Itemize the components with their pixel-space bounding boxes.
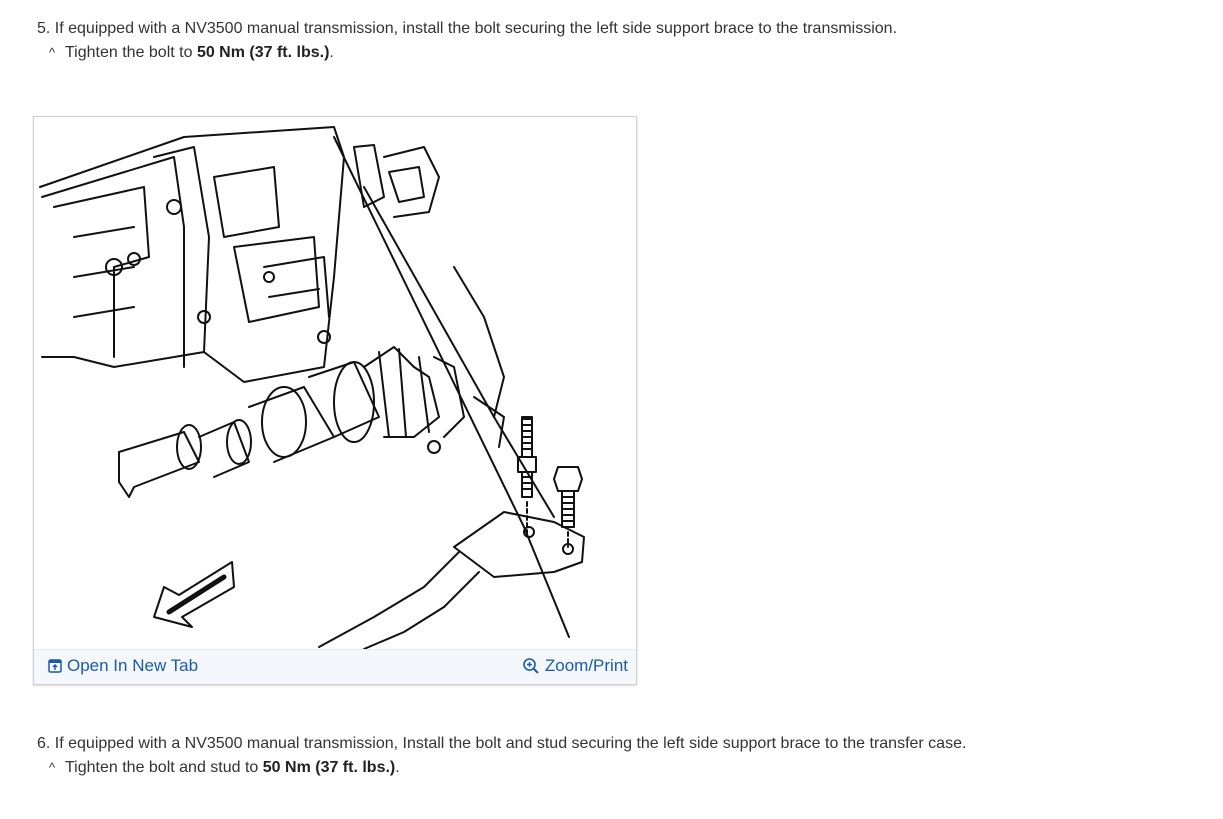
open-in-new-tab-link[interactable]: Open In New Tab: [48, 656, 198, 676]
step-6-torque: ^ Tighten the bolt and stud to 50 Nm (37 …: [37, 756, 966, 780]
open-in-new-tab-icon: [48, 659, 62, 673]
step-5-torque: ^ Tighten the bolt to 50 Nm (37 ft. lbs.)…: [37, 41, 897, 65]
step-6-torque-value: 50 Nm (37 ft. lbs.): [262, 759, 396, 776]
step-5-torque-prefix: Tighten the bolt to: [65, 44, 197, 61]
caret-icon: ^: [49, 760, 56, 775]
transmission-brace-illustration: [39, 126, 585, 649]
step-6-text: 6. If equipped with a NV3500 manual tran…: [37, 735, 967, 752]
step-6-torque-suffix: .: [395, 759, 400, 776]
zoom-print-label: Zoom/Print: [544, 656, 628, 675]
step-5-torque-suffix: .: [329, 44, 334, 61]
step-5: 5. If equipped with a NV3500 manual tran…: [37, 17, 897, 65]
step-6-torque-prefix: Tighten the bolt and stud to: [65, 759, 263, 776]
caret-icon: ^: [49, 45, 56, 60]
step-5-torque-value: 50 Nm (37 ft. lbs.): [196, 44, 330, 61]
step-6: 6. If equipped with a NV3500 manual tran…: [37, 732, 966, 780]
figure-toolbar: Open In New Tab Zoom/Print: [34, 649, 636, 684]
open-in-new-tab-label: Open In New Tab: [67, 656, 199, 675]
step-5-text: 5. If equipped with a NV3500 manual tran…: [37, 20, 898, 37]
zoom-in-icon: [523, 658, 539, 674]
zoom-print-link[interactable]: Zoom/Print: [522, 656, 628, 676]
illustration-figure: Open In New Tab Zoom/Print: [33, 116, 637, 685]
